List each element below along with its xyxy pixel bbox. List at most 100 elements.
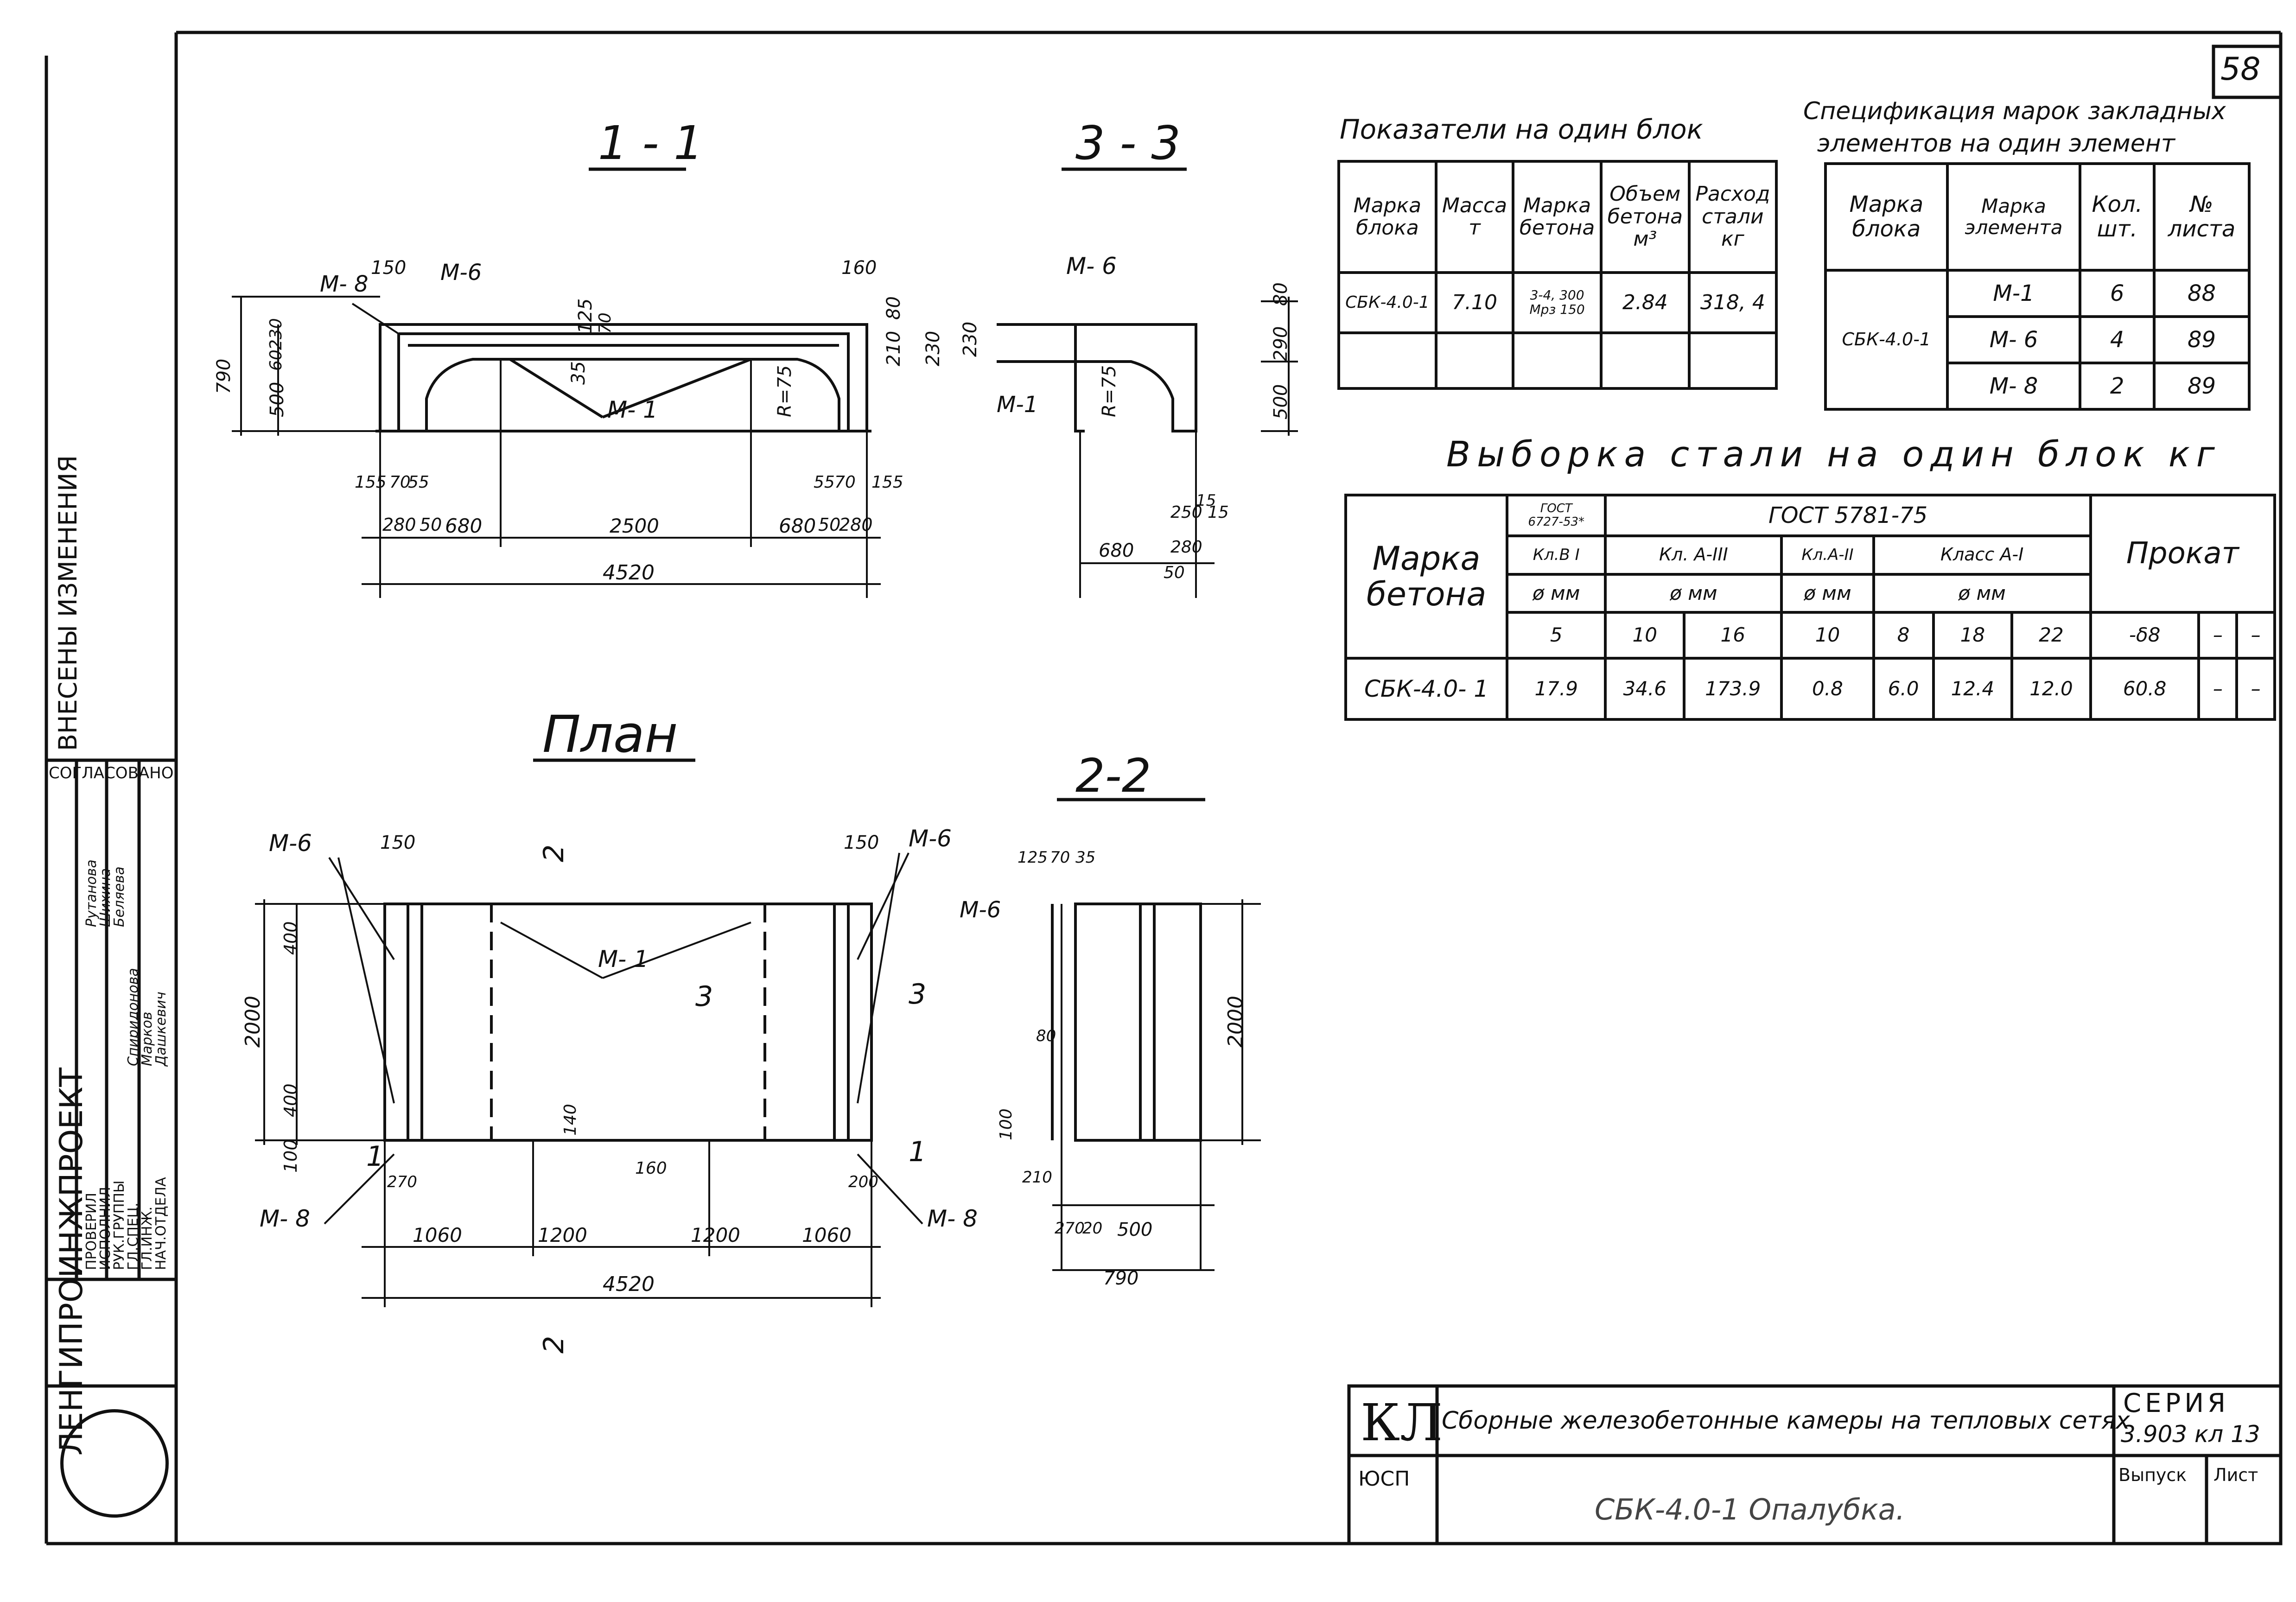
dim-label: 500 (1117, 1219, 1153, 1240)
steel-value: 34.6 (1604, 657, 1686, 721)
dim-label: 35 (1075, 848, 1096, 867)
steel-diam: 18 (1932, 611, 2014, 660)
dim-label: 160 (841, 257, 877, 279)
title-block-lines (1347, 1384, 2283, 1545)
spec-title: Спецификация марок закладных (1803, 97, 2226, 125)
plan-label: М-6 (909, 825, 952, 852)
steel-diam: -δ8 (2089, 611, 2201, 660)
steel-value: 173.9 (1683, 657, 1783, 721)
spec-cell: М-1 (1946, 269, 2082, 318)
indicators-cell: 318, 4 (1687, 271, 1778, 334)
dim-label: 155 (871, 473, 903, 492)
steel-value: 12.4 (1932, 657, 2014, 721)
dim-label: М-1 (997, 392, 1038, 418)
steel-diam: 8 (1872, 611, 1935, 660)
strip-role: РУК.ГРУППЫ (111, 1180, 127, 1270)
dim-label: 290 (1270, 326, 1291, 362)
strip-role: ГЛ.СПЕЦ. (125, 1202, 141, 1270)
org-stamp-icon (60, 1409, 169, 1518)
indicators-cell: 2.84 (1599, 271, 1691, 334)
steel-value: 17.9 (1505, 657, 1607, 721)
section-marker-2: 2 (538, 844, 570, 862)
steel-diam: 10 (1780, 611, 1875, 660)
dim-label: R=75 (1099, 365, 1120, 417)
strip-agreed: СОГЛАСОВАНО: (49, 764, 179, 782)
dim-label: 230 (267, 318, 286, 350)
plan-label: 150 (844, 832, 879, 853)
spec-cell: 2 (2079, 362, 2156, 411)
steel-gost-main: ГОСТ 5781-75 (1604, 494, 2092, 537)
dim-label: 680 (1099, 540, 1134, 561)
section-marker-3: 3 (695, 980, 713, 1013)
dim-label: М- 6 (1066, 253, 1117, 280)
section-3-3-drawing (997, 167, 1298, 598)
strip-changes: ВНЕСЕНЫ ИЗМЕНЕНИЯ (53, 455, 83, 751)
dim-label: 280 (839, 515, 873, 535)
indicators-title: Показатели на один блок (1340, 114, 1703, 145)
dim-label: 35 (568, 361, 589, 385)
plan-label: 1060 (802, 1224, 852, 1246)
dim-label: 270 (1055, 1219, 1085, 1238)
spec-cell: 6 (2079, 269, 2156, 318)
plan-label: 140 (561, 1104, 580, 1136)
dim-label: 55 (408, 473, 429, 492)
spec-header: Кол.шт. (2079, 162, 2156, 272)
plan-drawing (255, 758, 923, 1307)
plan-label: М- 8 (927, 1205, 978, 1232)
dim-label: 80 (883, 296, 904, 320)
steel-value: – (2197, 657, 2239, 721)
steel-value: 0.8 (1780, 657, 1875, 721)
dim-label: 60 (267, 350, 286, 371)
strip-role: НАЧ.ОТДЕЛА (153, 1177, 169, 1270)
plan-label: М- 1 (598, 946, 649, 973)
steel-class: Кл.В I (1505, 534, 1607, 576)
section-marker-3: 3 (909, 978, 927, 1011)
dim-label: 210 (883, 331, 904, 366)
dim-label: 100 (997, 1108, 1016, 1140)
title-sheet-label: Лист (2213, 1465, 2258, 1485)
plan-label: 200 (848, 1173, 878, 1191)
sheet-number: 58 (2220, 51, 2261, 88)
dim-label: 155 (355, 473, 387, 492)
title-logo-icon: КЛ (1361, 1393, 1443, 1452)
section-title-1-1: 1 - 1 (598, 116, 703, 170)
steel-class: Кл. А-III (1604, 534, 1783, 576)
dim-label: 125 (575, 298, 596, 334)
dim-label: 790 (213, 358, 235, 394)
dim-label: 80 (1036, 1027, 1056, 1045)
plan-label: 150 (380, 832, 416, 853)
title-code: ЮСП (1358, 1467, 1410, 1491)
plan-label: 270 (387, 1173, 417, 1191)
indicators-cell: 7.10 (1434, 271, 1515, 334)
dim-label: 15 (1196, 491, 1216, 510)
steel-title: Выборка стали на один блок кг (1446, 433, 2221, 475)
section-title-2-2: 2-2 (1075, 749, 1151, 803)
steel-row-name: СБК-4.0- 1 (1344, 657, 1508, 721)
title-series-value: 3.903 кл 13 (2121, 1421, 2260, 1448)
spec-block: СБК-4.0-1 (1824, 269, 1949, 411)
section-marker-1: 1 (909, 1136, 927, 1168)
plan-label: 400 (280, 921, 301, 955)
strip-role: ИСПОЛНИЛ (97, 1187, 114, 1270)
steel-class: Класс А-I (1872, 534, 2092, 576)
dim-label: М-6 (960, 897, 1001, 923)
dim-label: 210 (1022, 1168, 1052, 1187)
strip-name: Шихина (97, 868, 114, 927)
steel-diam: 5 (1505, 611, 1607, 660)
dim-label: 55 (814, 473, 835, 492)
dim-label: 680 (445, 515, 483, 537)
dim-label: 80 (1270, 282, 1291, 306)
section-marker-2: 2 (538, 1335, 570, 1354)
steel-diam: 22 (2010, 611, 2092, 660)
steel-unit: ø мм (1780, 572, 1875, 614)
dim-label: 280 (382, 515, 416, 535)
dim-label: М- 1 (607, 396, 658, 423)
